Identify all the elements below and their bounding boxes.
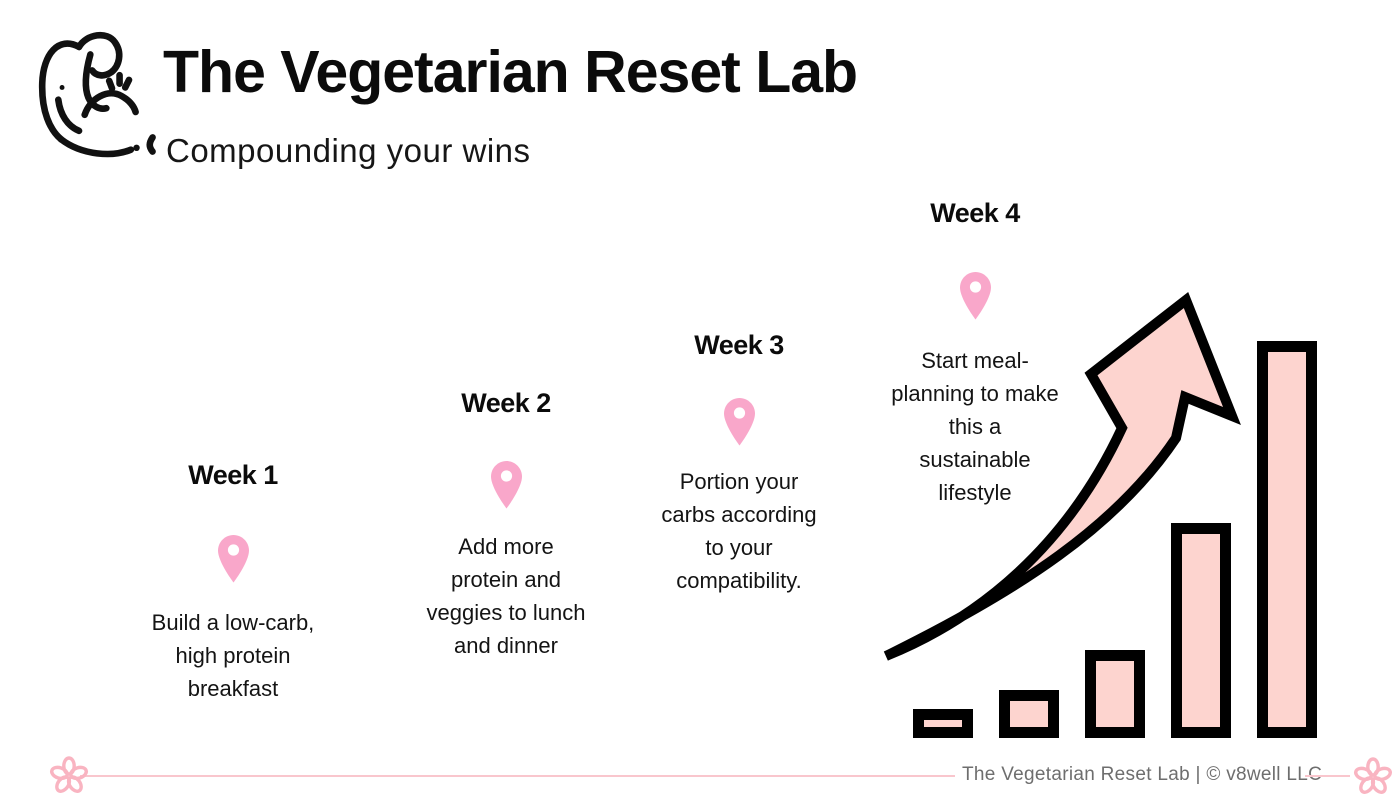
week-4-label: Week 4	[930, 198, 1020, 228]
growth-bar-chart	[913, 338, 1323, 738]
location-pin-icon	[723, 398, 755, 446]
chart-bar	[1085, 650, 1145, 738]
week-column-2: Week 2 Add more protein and veggies to l…	[376, 388, 636, 662]
flower-doodle-icon	[50, 756, 88, 793]
chart-bar	[999, 690, 1059, 738]
week-column-3: Week 3 Portion your carbs according to y…	[609, 330, 869, 597]
location-pin-icon	[217, 535, 249, 583]
page-title: The Vegetarian Reset Lab	[163, 39, 858, 105]
location-pin-icon	[959, 272, 991, 320]
footer-divider-left	[80, 775, 955, 777]
flexed-bicep-icon	[38, 31, 156, 158]
week-1-label: Week 1	[188, 460, 278, 490]
chart-bar	[1257, 341, 1317, 738]
week-2-label: Week 2	[461, 388, 551, 418]
chart-bar	[1171, 523, 1231, 738]
week-2-description: Add more protein and veggies to lunch an…	[426, 534, 586, 658]
footer-divider-right	[1305, 775, 1350, 777]
week-column-1: Week 1 Build a low-carb, high protein br…	[103, 460, 363, 705]
flower-doodle-icon	[1354, 757, 1392, 794]
location-pin-icon	[490, 461, 522, 509]
week-3-description: Portion your carbs according to your com…	[661, 469, 817, 593]
footer-credit: The Vegetarian Reset Lab | © v8well LLC	[962, 764, 1323, 785]
week-1-description: Build a low-carb, high protein breakfast	[151, 610, 315, 701]
chart-bar	[913, 709, 973, 738]
week-3-label: Week 3	[694, 330, 784, 360]
page-subtitle: Compounding your wins	[166, 132, 531, 169]
